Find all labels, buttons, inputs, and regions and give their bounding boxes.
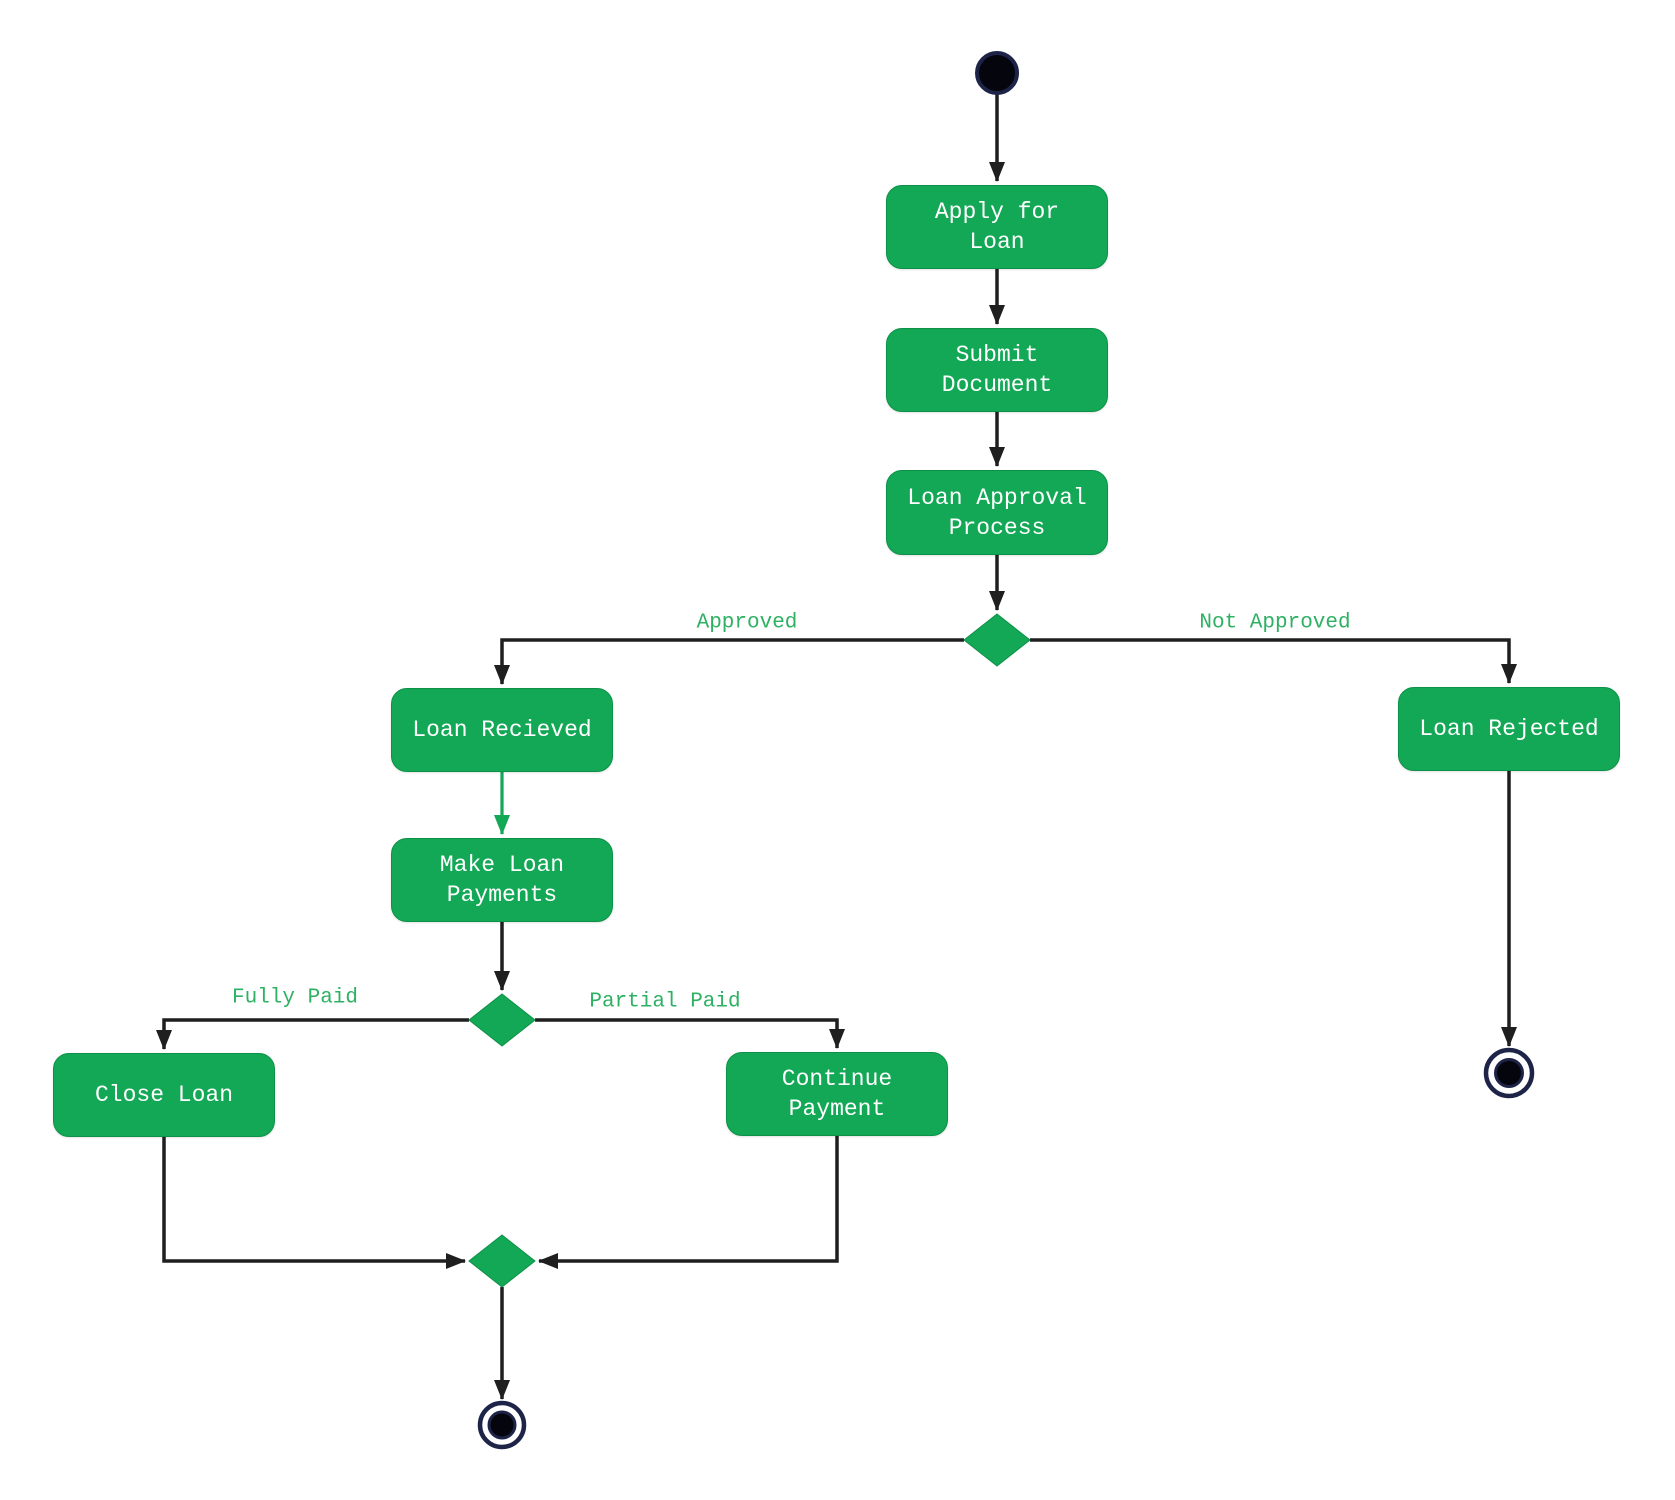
- edge-label-approved: Approved: [696, 611, 798, 635]
- decision-approval-diamond: [963, 613, 1031, 667]
- edge-continue-to-merge: [538, 1136, 839, 1269]
- edge-approved-to-received: [494, 638, 964, 685]
- final-node-rejected: [1483, 1047, 1535, 1099]
- edge-label-fully-paid: Fully Paid: [231, 986, 359, 1010]
- final-node-main: [477, 1400, 527, 1450]
- initial-node: [975, 51, 1019, 95]
- decision-payment-diamond: [468, 993, 536, 1047]
- final-node-inner-dot: [1494, 1058, 1524, 1088]
- activity-apply-for-loan: Apply for Loan: [886, 185, 1108, 269]
- edge-not-approved-to-rejected: [1030, 638, 1517, 684]
- activity-loan-recieved: Loan Recieved: [391, 688, 613, 772]
- final-node-inner-dot: [487, 1410, 517, 1440]
- activity-continue-payment: Continue Payment: [726, 1052, 948, 1136]
- activity-close-loan: Close Loan: [53, 1053, 275, 1137]
- edge-partial-paid-to-continue: [535, 1018, 845, 1049]
- edge-label-partial-paid: Partial Paid: [589, 990, 741, 1014]
- activity-make-loan-payments: Make Loan Payments: [391, 838, 613, 922]
- merge-diamond: [468, 1234, 536, 1288]
- activity-loan-approval-process: Loan Approval Process: [886, 470, 1108, 555]
- activity-loan-rejected: Loan Rejected: [1398, 687, 1620, 771]
- edge-fully-paid-to-close: [156, 1018, 469, 1050]
- edge-label-not-approved: Not Approved: [1199, 611, 1351, 635]
- edge-close-to-merge: [162, 1137, 466, 1269]
- activity-submit-document: Submit Document: [886, 328, 1108, 412]
